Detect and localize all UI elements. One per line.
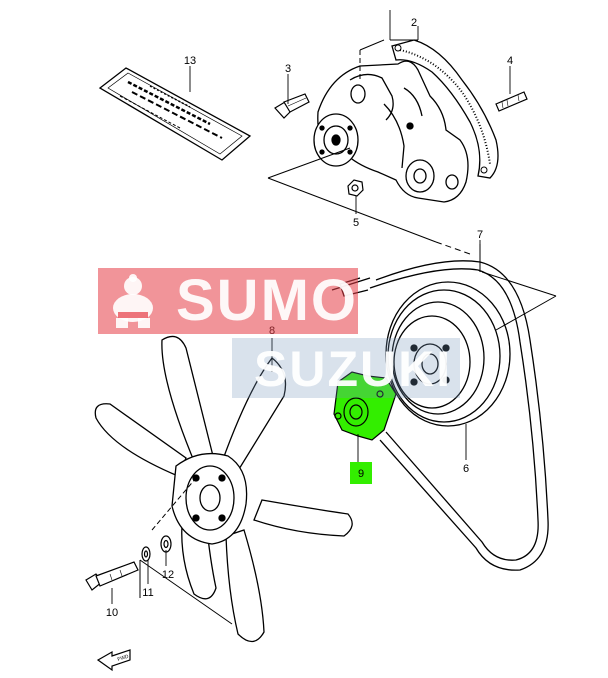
water-pump-stud[interactable] bbox=[495, 91, 528, 112]
suzuki-watermark-text: SUZUKI bbox=[254, 341, 453, 397]
callout-6: 6 bbox=[463, 463, 469, 475]
sumo-watermark-text: SUMO bbox=[176, 268, 358, 333]
leader-lines bbox=[111, 10, 511, 604]
water-pump-bolt[interactable] bbox=[274, 93, 310, 119]
pump-frame-lines bbox=[267, 39, 471, 255]
spring-washer[interactable] bbox=[141, 546, 151, 562]
callout-12: 12 bbox=[162, 569, 174, 581]
fan-bolt[interactable] bbox=[85, 561, 139, 591]
callout-labels: 2 3 4 5 6 7 8 9 10 11 12 13 bbox=[106, 17, 513, 619]
fan-frame-lines bbox=[139, 477, 233, 625]
sumo-wrestler-logo-icon bbox=[113, 274, 153, 328]
water-pump-pulley[interactable] bbox=[385, 281, 511, 427]
suzuki-watermark: SUZUKI bbox=[232, 338, 460, 398]
water-pump[interactable] bbox=[313, 60, 469, 203]
callout-9: 9 bbox=[358, 468, 364, 480]
highlight-box-9 bbox=[350, 462, 372, 484]
callout-11: 11 bbox=[142, 587, 153, 599]
callout-7: 7 bbox=[477, 229, 483, 241]
callout-4: 4 bbox=[507, 55, 513, 67]
cooling-fan[interactable] bbox=[94, 335, 353, 643]
callout-13: 13 bbox=[184, 55, 196, 67]
callout-3: 3 bbox=[285, 63, 291, 75]
fan-spacer[interactable] bbox=[333, 371, 397, 441]
callout-10: 10 bbox=[106, 607, 118, 619]
water-pump-nut[interactable] bbox=[347, 179, 364, 197]
front-arrow-icon: FWD bbox=[96, 649, 131, 672]
caution-label[interactable] bbox=[98, 67, 252, 161]
flat-washer[interactable] bbox=[160, 535, 172, 553]
callout-5: 5 bbox=[353, 217, 359, 229]
front-arrow-label: FWD bbox=[117, 654, 130, 663]
callout-2: 2 bbox=[411, 17, 417, 29]
water-pump-gasket[interactable] bbox=[391, 39, 499, 179]
